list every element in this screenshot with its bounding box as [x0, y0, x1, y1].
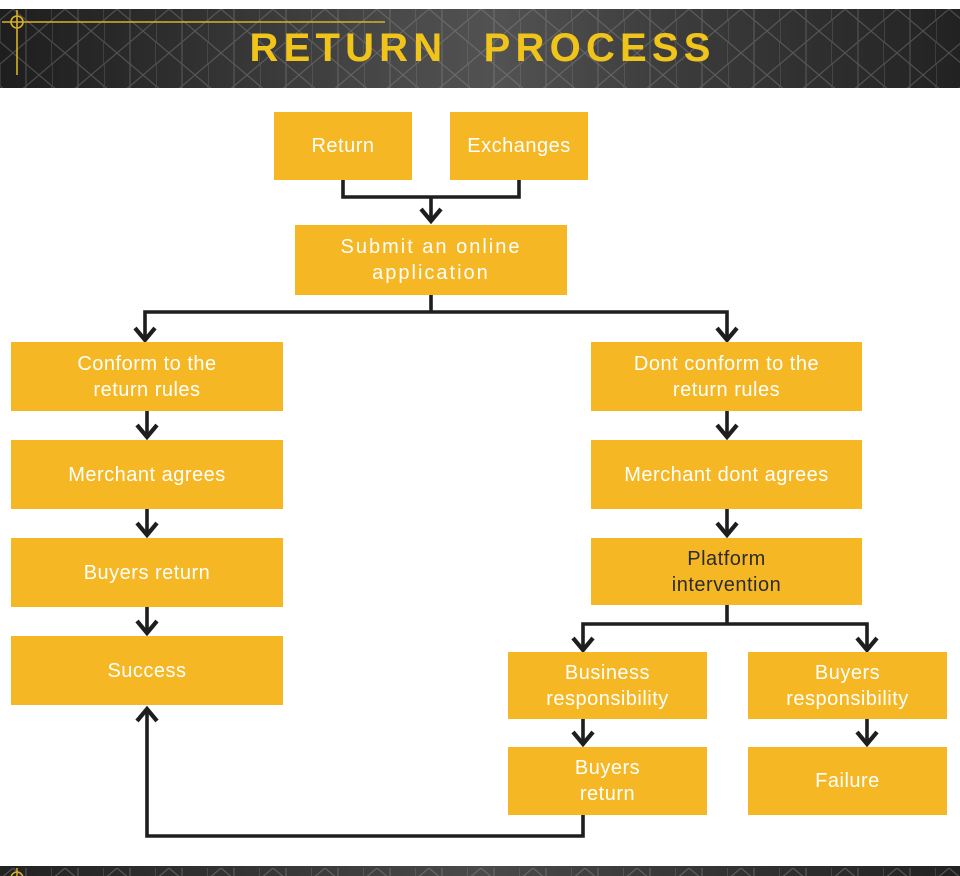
- node-return: Return: [274, 112, 412, 180]
- header-banner: RETURN PROCESS: [0, 9, 960, 88]
- node-failure: Failure: [748, 747, 947, 815]
- edge-submit-split: [143, 310, 729, 338]
- crosshair-registration-bottom-icon: [10, 868, 24, 876]
- node-dont-conform-to-return-rules: Dont conform to the return rules: [591, 342, 862, 411]
- node-exchanges: Exchanges: [450, 112, 588, 180]
- hex-mesh-pattern-footer: [0, 868, 960, 876]
- page-title: RETURN PROCESS: [249, 26, 716, 70]
- node-merchant-dont-agrees: Merchant dont agrees: [591, 440, 862, 509]
- node-buyers-responsibility: Buyers responsibility: [748, 652, 947, 719]
- edge-return-exchanges-join: [341, 180, 521, 199]
- crosshair-registration-icon: [2, 10, 385, 75]
- node-merchant-agrees: Merchant agrees: [11, 440, 283, 509]
- node-business-responsibility: Business responsibility: [508, 652, 707, 719]
- footer-strip: [0, 866, 960, 876]
- node-conform-to-return-rules: Conform to the return rules: [11, 342, 283, 411]
- node-buyers-return: Buyers return: [11, 538, 283, 607]
- edge-platform-split: [581, 622, 869, 647]
- node-submit-online-application: Submit an online application: [295, 225, 567, 295]
- node-platform-intervention: Platform intervention: [591, 538, 862, 605]
- node-success: Success: [11, 636, 283, 705]
- node-buyers-return-bottom: Buyers return: [508, 747, 707, 815]
